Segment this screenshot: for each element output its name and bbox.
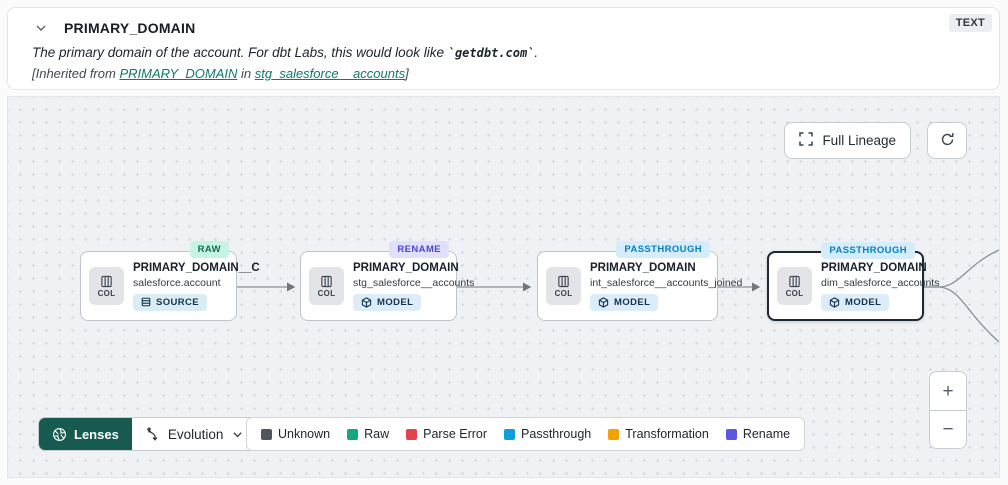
node-model-name: dim_salesforce_accounts: [821, 276, 940, 289]
legend-swatch: [608, 428, 620, 440]
column-type-badge: TEXT: [948, 14, 992, 32]
lineage-node-int-salesforce-accounts-joined[interactable]: PASSTHROUGH COL PRIMARY_DOMAIN int_sales…: [537, 241, 742, 321]
columns-icon: [321, 275, 332, 287]
column-chip: COL: [89, 267, 124, 305]
legend-item: Raw: [347, 427, 389, 441]
node-resource-tag: MODEL: [353, 293, 422, 311]
legend-swatch: [504, 428, 516, 440]
legend-item: Transformation: [608, 427, 709, 441]
inherited-note: [Inherited from PRIMARY_DOMAIN in stg_sa…: [32, 66, 409, 81]
legend-swatch: [406, 428, 418, 440]
inherited-column-link[interactable]: PRIMARY_DOMAIN: [119, 66, 238, 81]
lineage-node-stg-salesforce-accounts[interactable]: RENAME COL PRIMARY_DOMAIN stg_salesforce…: [300, 241, 474, 321]
model-icon: [598, 296, 609, 308]
node-resource-tag: MODEL: [821, 293, 890, 311]
full-lineage-button[interactable]: Full Lineage: [784, 122, 911, 159]
zoom-controls: + −: [929, 371, 967, 449]
evolution-lens-icon: [147, 427, 158, 441]
lineage-node-salesforce-account[interactable]: RAW COL PRIMARY_DOMAIN__C salesforce.acc…: [80, 241, 260, 321]
description-code: `getdbt.com`: [447, 46, 535, 60]
column-title-row: PRIMARY_DOMAIN: [32, 18, 985, 38]
node-column-name: PRIMARY_DOMAIN: [353, 261, 459, 274]
lens-dropdown[interactable]: Evolution: [131, 418, 257, 450]
node-model-name: int_salesforce__accounts_joined: [590, 276, 743, 289]
column-chip: COL: [777, 267, 812, 305]
lineage-canvas[interactable]: Full Lineage RAW COL PRIMARY_DOMAIN__C s…: [7, 96, 1000, 478]
inherited-model-link[interactable]: stg_salesforce__accounts: [254, 66, 406, 81]
node-column-name: PRIMARY_DOMAIN: [590, 261, 696, 274]
column-title: PRIMARY_DOMAIN: [64, 20, 196, 36]
columns-icon: [558, 275, 569, 287]
lineage-node-dim-salesforce-accounts[interactable]: PASSTHROUGH COL PRIMARY_DOMAIN dim_sales…: [767, 242, 939, 321]
legend-swatch: [261, 428, 272, 440]
legend-item: Rename: [725, 427, 790, 441]
node-resource-tag: MODEL: [590, 293, 659, 311]
columns-icon: [789, 275, 800, 287]
node-column-name: PRIMARY_DOMAIN__C: [133, 261, 260, 274]
legend-item: Parse Error: [406, 427, 487, 441]
source-icon: [141, 297, 151, 307]
refresh-icon: [940, 132, 955, 150]
node-model-name: stg_salesforce__accounts: [353, 276, 475, 289]
legend-swatch: [347, 428, 359, 440]
legend-item: Unknown: [261, 427, 330, 441]
zoom-in-button[interactable]: +: [930, 372, 966, 410]
columns-icon: [101, 275, 112, 287]
model-icon: [829, 296, 840, 308]
legend-swatch: [725, 428, 737, 440]
lens-legend: Unknown Raw Parse Error Passthrough Tran…: [246, 417, 806, 451]
zoom-out-button[interactable]: −: [930, 410, 966, 448]
node-status-badge: PASSTHROUGH: [616, 241, 710, 258]
column-description: The primary domain of the account. For d…: [32, 45, 539, 60]
refresh-button[interactable]: [927, 122, 967, 159]
model-icon: [361, 296, 372, 308]
column-chip: COL: [546, 267, 581, 305]
node-model-name: salesforce.account: [133, 276, 221, 289]
aperture-icon: [53, 427, 66, 441]
node-resource-tag: SOURCE: [133, 293, 208, 311]
legend-item: Passthrough: [504, 427, 591, 441]
node-column-name: PRIMARY_DOMAIN: [821, 261, 927, 274]
node-status-badge: RENAME: [389, 241, 449, 258]
full-lineage-label: Full Lineage: [822, 133, 896, 148]
collapse-chevron-icon[interactable]: [32, 19, 50, 37]
expand-icon: [799, 132, 814, 149]
node-status-badge: PASSTHROUGH: [821, 242, 915, 259]
column-header-card: PRIMARY_DOMAIN TEXT The primary domain o…: [7, 7, 1000, 90]
column-chip: COL: [309, 267, 344, 305]
lenses-button[interactable]: Lenses: [39, 418, 132, 450]
lens-controls: Lenses Evolution: [38, 417, 258, 451]
chevron-down-icon: [233, 431, 243, 438]
node-status-badge: RAW: [189, 241, 229, 258]
